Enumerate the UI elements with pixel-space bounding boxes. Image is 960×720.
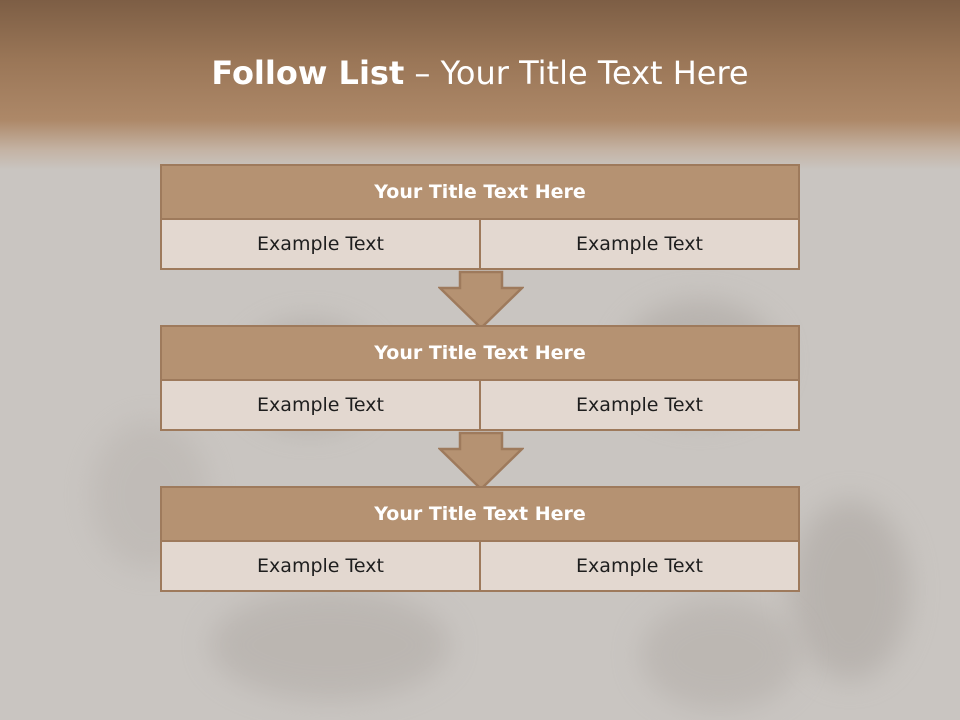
title-rest-text: – Your Title Text Here [414, 54, 749, 92]
step-box-3: Your Title Text Here Example Text Exampl… [160, 486, 800, 592]
step-1-right-text: Example Text [481, 220, 800, 270]
down-arrow-icon-2 [438, 431, 524, 491]
step-3-title: Your Title Text Here [160, 486, 800, 542]
step-2-left-text: Example Text [160, 381, 481, 431]
step-box-2: Your Title Text Here Example Text Exampl… [160, 325, 800, 431]
step-2-right-text: Example Text [481, 381, 800, 431]
down-arrow-icon-1 [438, 270, 524, 330]
step-2-title: Your Title Text Here [160, 325, 800, 381]
step-3-right-text: Example Text [481, 542, 800, 592]
header-band [0, 0, 960, 170]
step-1-left-text: Example Text [160, 220, 481, 270]
step-box-1: Your Title Text Here Example Text Exampl… [160, 164, 800, 270]
slide-title: Follow List – Your Title Text Here [0, 54, 960, 92]
step-3-left-text: Example Text [160, 542, 481, 592]
step-2-row: Example Text Example Text [160, 381, 800, 431]
step-1-title: Your Title Text Here [160, 164, 800, 220]
step-1-row: Example Text Example Text [160, 220, 800, 270]
step-3-row: Example Text Example Text [160, 542, 800, 592]
title-bold-text: Follow List [211, 54, 405, 92]
